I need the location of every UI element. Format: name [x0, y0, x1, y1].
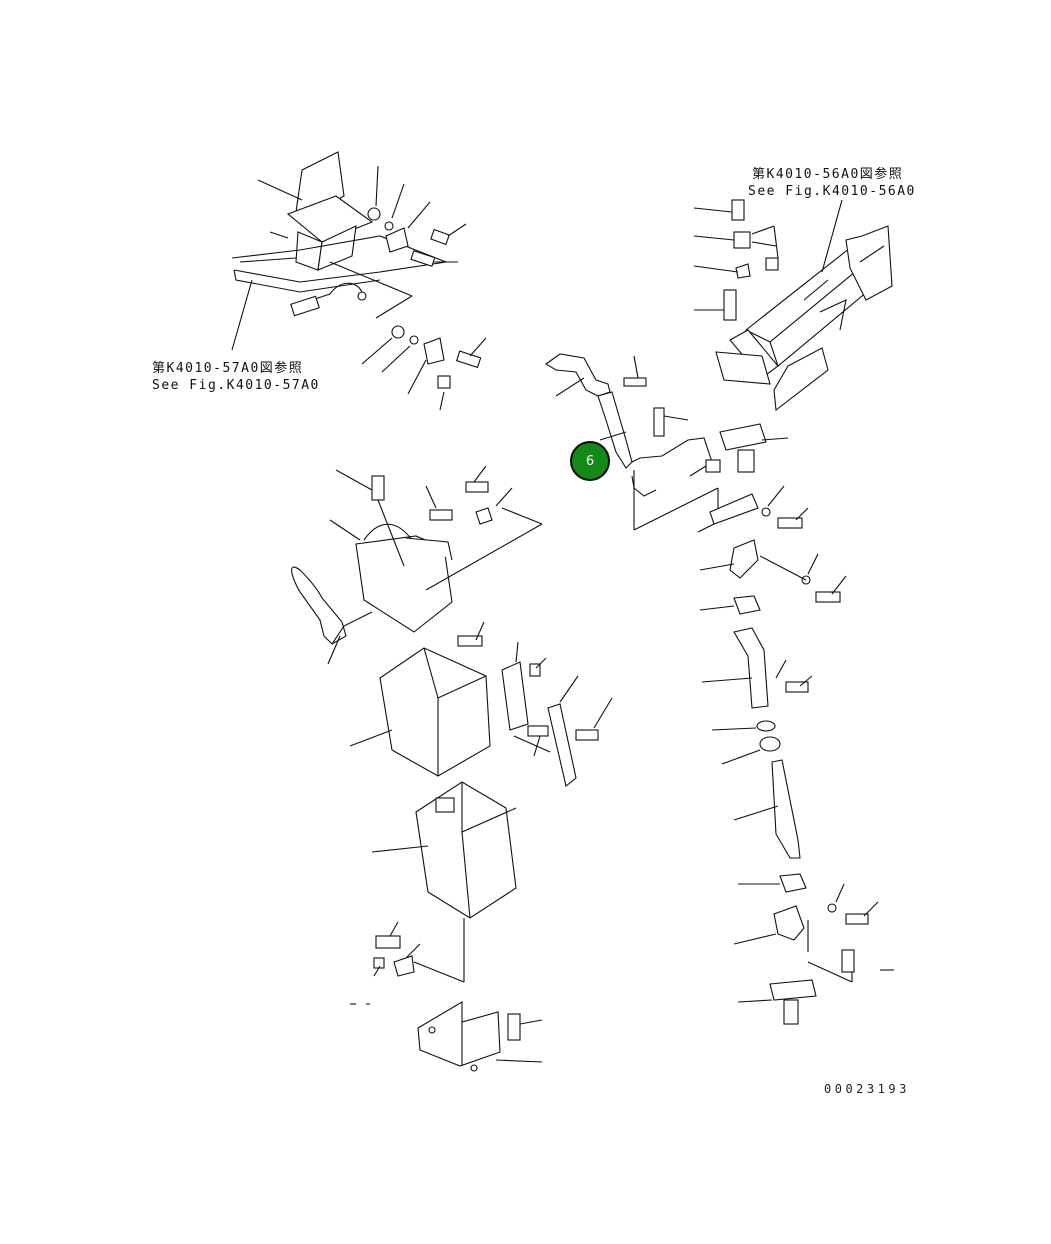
right-top-fasteners: [693, 199, 779, 321]
figure-number: 00023193: [824, 1082, 910, 1096]
lower-left-fasteners: [361, 325, 487, 411]
reference-jp-right: 第K4010-56A0図参照: [752, 167, 904, 182]
lever-fasteners: [623, 355, 707, 477]
right-frame-assembly: [715, 225, 893, 412]
middle-cover: [349, 621, 613, 787]
handle-and-upper-cover: [291, 465, 543, 665]
reference-en-right: See Fig.K4010-56A0: [748, 184, 916, 199]
reference-en-left: See Fig.K4010-57A0: [152, 378, 320, 393]
top-left-bracket-assembly: [231, 151, 449, 317]
top-left-fasteners: [329, 165, 467, 319]
bottom-bracket: [417, 1001, 543, 1072]
reference-jp-left: 第K4010-57A0図参照: [152, 361, 304, 376]
left-reference-arrow: [231, 279, 253, 351]
lower-cover: [350, 781, 517, 1005]
control-lever: [544, 353, 721, 531]
right-reference-arrow: [821, 199, 843, 273]
right-column-parts: [697, 423, 894, 1025]
callout-6-button[interactable]: 6: [570, 441, 610, 481]
